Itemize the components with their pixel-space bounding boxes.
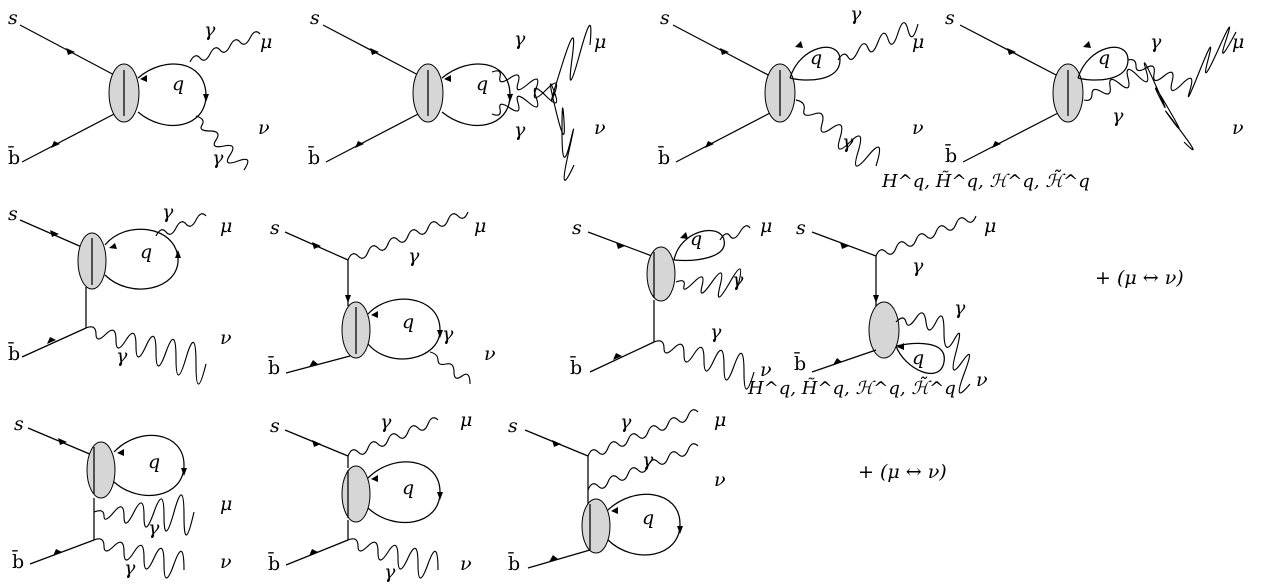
label-mu: μ bbox=[474, 215, 486, 237]
label-gamma: γ bbox=[384, 561, 396, 583]
row2-function-list: H^q, H̃^q, ℋ^q, ℋ̃^q bbox=[747, 377, 956, 399]
label-nu: ν bbox=[484, 343, 496, 365]
label-gamma: γ bbox=[642, 449, 654, 471]
label-nu: ν bbox=[912, 117, 924, 139]
label-s: s bbox=[8, 7, 18, 29]
label-gamma: γ bbox=[850, 3, 862, 25]
label-nu: ν bbox=[460, 553, 472, 575]
label-nu: ν bbox=[760, 359, 772, 381]
label-q: q bbox=[690, 228, 702, 250]
label-q: q bbox=[402, 477, 414, 499]
label-gamma: γ bbox=[148, 517, 160, 539]
label-gamma: γ bbox=[162, 201, 174, 223]
label-gamma: γ bbox=[912, 255, 924, 277]
label-bbar: b̄ bbox=[8, 145, 20, 169]
label-nu: ν bbox=[220, 551, 232, 573]
label-gamma: γ bbox=[514, 119, 526, 141]
label-q: q bbox=[148, 451, 160, 473]
label-gamma: γ bbox=[442, 323, 454, 345]
label-gamma: γ bbox=[204, 19, 216, 41]
label-mu: μ bbox=[220, 215, 232, 237]
label-mu: μ bbox=[1232, 31, 1244, 53]
bbar-quark-line bbox=[21, 111, 119, 163]
label-s: s bbox=[14, 413, 24, 435]
diagram-9: s b̄ q μ γ γ ν bbox=[12, 413, 233, 579]
label-gamma: γ bbox=[710, 321, 722, 343]
label-mu: μ bbox=[220, 493, 232, 515]
label-mu: μ bbox=[460, 409, 472, 431]
label-gamma: γ bbox=[732, 269, 744, 291]
label-s: s bbox=[796, 217, 806, 239]
label-gamma: γ bbox=[212, 147, 224, 169]
label-s: s bbox=[270, 217, 280, 239]
label-bbar: b̄ bbox=[268, 355, 280, 379]
label-bbar: b̄ bbox=[570, 355, 582, 379]
label-q: q bbox=[172, 73, 184, 95]
label-bbar: b̄ bbox=[794, 351, 806, 375]
diagram-3: s b̄ q γ μ ν γ bbox=[658, 3, 925, 169]
label-nu: ν bbox=[594, 117, 606, 139]
row3-exchange-term: + (μ ↔ ν) bbox=[858, 461, 947, 483]
label-gamma: γ bbox=[1112, 105, 1124, 127]
diagram-7: s b̄ q μ γ γ ν bbox=[570, 215, 772, 390]
label-bbar: b̄ bbox=[8, 341, 20, 365]
label-q: q bbox=[810, 47, 822, 69]
photon-nu bbox=[195, 115, 249, 171]
label-gamma: γ bbox=[124, 557, 136, 579]
diagram-8: s b̄ q γ μ γ ν bbox=[794, 215, 996, 394]
label-mu: μ bbox=[714, 409, 726, 431]
label-nu: ν bbox=[714, 469, 726, 491]
label-mu: μ bbox=[984, 215, 996, 237]
diagram-2: s b̄ q γ μ ν γ bbox=[308, 7, 606, 181]
label-mu: μ bbox=[912, 31, 924, 53]
row1-function-list: H^q, H̃^q, ℋ^q, ℋ̃^q bbox=[881, 170, 1090, 192]
label-gamma: γ bbox=[380, 411, 392, 433]
label-s: s bbox=[270, 415, 280, 437]
label-nu: ν bbox=[220, 327, 232, 349]
label-nu: ν bbox=[976, 369, 988, 391]
label-s: s bbox=[508, 415, 518, 437]
label-gamma: γ bbox=[116, 345, 128, 367]
label-gamma: γ bbox=[620, 411, 632, 433]
label-s: s bbox=[8, 203, 18, 225]
label-gamma: γ bbox=[514, 28, 526, 50]
label-q: q bbox=[912, 347, 924, 369]
diagram-4: s b̄ q γ μ ν γ bbox=[945, 7, 1245, 167]
label-gamma: γ bbox=[1150, 31, 1162, 53]
diagram-5: s b̄ q γ μ ν γ bbox=[8, 201, 232, 385]
label-bbar: b̄ bbox=[508, 551, 520, 575]
photon-mu bbox=[189, 31, 261, 63]
label-q: q bbox=[1098, 47, 1110, 69]
label-bbar: b̄ bbox=[268, 551, 280, 575]
label-gamma: γ bbox=[842, 131, 854, 153]
diagram-10: s b̄ q γ μ γ ν bbox=[268, 409, 473, 583]
label-bbar: b̄ bbox=[308, 145, 320, 169]
label-s: s bbox=[572, 217, 582, 239]
label-nu: ν bbox=[258, 117, 270, 139]
diagram-1: s b̄ q γ μ ν γ bbox=[8, 7, 272, 171]
label-nu: ν bbox=[1232, 117, 1244, 139]
label-q: q bbox=[642, 507, 654, 529]
diagram-6: s b̄ q γ μ ν γ bbox=[268, 211, 496, 385]
label-q: q bbox=[476, 73, 488, 95]
label-bbar: b̄ bbox=[12, 549, 24, 573]
label-gamma: γ bbox=[954, 297, 966, 319]
label-mu: μ bbox=[760, 215, 772, 237]
label-s: s bbox=[660, 7, 670, 29]
diagram-11: s b̄ q γ γ μ ν bbox=[508, 409, 727, 575]
label-q: q bbox=[140, 241, 152, 263]
label-gamma: γ bbox=[408, 245, 420, 267]
label-mu: μ bbox=[594, 31, 606, 53]
label-q: q bbox=[402, 311, 414, 333]
label-bbar: b̄ bbox=[658, 145, 670, 169]
row2-exchange-term: + (μ ↔ ν) bbox=[1095, 267, 1184, 289]
label-s: s bbox=[945, 7, 955, 29]
label-s: s bbox=[310, 7, 320, 29]
label-bbar: b̄ bbox=[945, 143, 957, 167]
label-mu: μ bbox=[260, 31, 272, 53]
